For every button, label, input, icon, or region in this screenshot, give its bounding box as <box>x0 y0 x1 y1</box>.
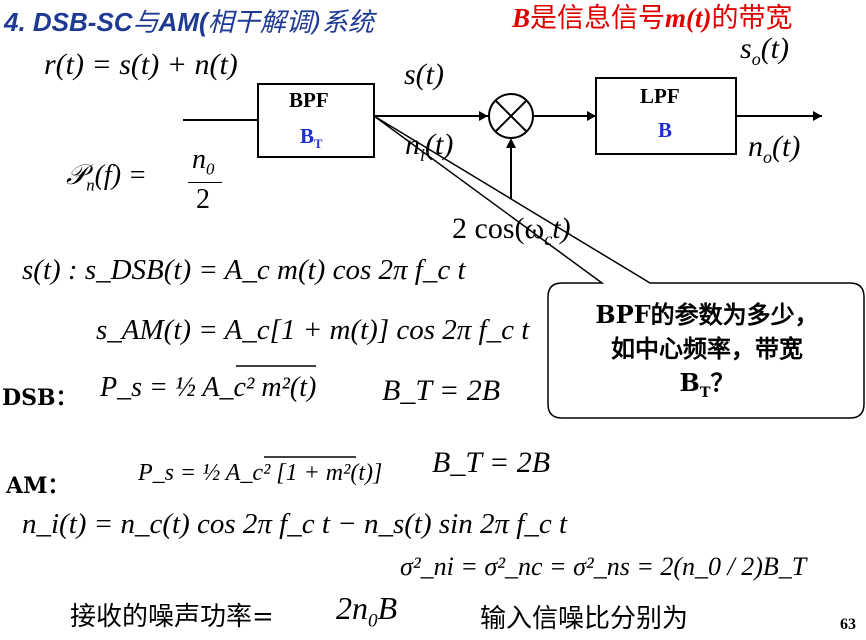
out-noise-tail: (t) <box>772 130 801 163</box>
bandwidth-note: B是信息信号m(t)的带宽 <box>512 0 793 35</box>
slide-number: 63 <box>840 616 856 633</box>
psd-symbol: 𝒫 <box>66 160 87 191</box>
signal-label: s(t) <box>404 58 444 91</box>
oscillator-arrowhead <box>506 138 516 148</box>
bpf-to-mixer-arrowhead <box>479 111 488 121</box>
callout-bt-sub: T <box>699 383 711 401</box>
title-suffix: )系统 <box>311 8 374 38</box>
out-signal-label: so(t) <box>740 32 789 70</box>
received-noise-main: 2n <box>336 590 368 626</box>
received-noise-sub: 0 <box>368 610 378 632</box>
received-noise-label: 接收的噪声功率= <box>70 602 274 632</box>
callout-line-3: BT？ <box>556 366 858 410</box>
note-text: 是信息信号 <box>530 3 666 34</box>
osc-sub: c <box>544 229 553 249</box>
noise-in-tail: (t) <box>425 128 454 161</box>
variance-equation: σ²_ni = σ²_nc = σ²_ns = 2(n_0 / 2)B_T <box>400 552 807 581</box>
title-prefix: 4. DSB-SC <box>4 7 133 37</box>
mixer-cross-b <box>495 100 527 132</box>
am-power: P_s = ½ A_c² [1 + m²(t)] <box>138 460 383 486</box>
noise-equation: n_i(t) = n_c(t) cos 2π f_c t − n_s(t) si… <box>22 508 567 540</box>
lpf-label: LPF <box>640 84 680 108</box>
psd-denominator: 2 <box>196 184 210 215</box>
dsb-signal-equation: s(t) : s_DSB(t) = A_c m(t) cos 2π f_c t <box>22 254 466 286</box>
out-noise-label: no(t) <box>748 130 800 168</box>
noise-in-main: n <box>405 128 420 161</box>
out-signal-main: s <box>740 32 752 65</box>
psd-fraction-bar <box>188 182 222 183</box>
osc-tail: t) <box>552 212 571 245</box>
callout-line-1: BPF的参数为多少， <box>595 300 819 329</box>
bpf-box <box>257 83 375 158</box>
dsb-label: DSB： <box>2 385 78 411</box>
callout-qmark: ？ <box>710 368 735 397</box>
bpf-bw-sub: T <box>314 137 323 152</box>
slide-title: 4. DSB-SC与AM(相干解调)系统 <box>4 2 374 39</box>
note-tail: 的带宽 <box>711 3 793 34</box>
psd-num-main: n <box>192 144 206 175</box>
out-noise-main: n <box>748 130 763 163</box>
title-chinese: 相干解调 <box>207 8 312 38</box>
dsb-power: P_s = ½ A_c² m²(t) <box>100 372 317 403</box>
psd-num-sub: 0 <box>206 159 215 179</box>
note-b: B <box>512 3 531 33</box>
osc-main: 2 cos(ω <box>452 212 545 245</box>
lpf-output-arrowhead <box>813 111 822 121</box>
bpf-label: BPF <box>289 88 329 112</box>
noise-in-label: ni(t) <box>405 128 453 166</box>
callout-text: BPF的参数为多少， 如中心频率，带宽 BT？ <box>556 298 858 410</box>
mixer-to-lpf-arrowhead <box>587 111 596 121</box>
out-signal-sub: o <box>751 49 761 69</box>
psd-tail: (f) = <box>94 160 147 191</box>
note-mt: m(t) <box>665 3 712 33</box>
lpf-box <box>595 77 737 155</box>
input-equation: r(t) = s(t) + n(t) <box>44 48 238 81</box>
out-signal-tail: (t) <box>760 32 790 65</box>
psd-numerator: n0 <box>192 144 214 180</box>
callout-line-2: 如中心频率，带宽 <box>611 334 803 363</box>
am-label: AM： <box>6 473 70 499</box>
oscillator-label: 2 cos(ωct) <box>452 212 571 250</box>
psd-lhs: 𝒫n(f) = <box>66 160 147 196</box>
input-snr-text: 输入信噪比分别为 <box>480 604 689 634</box>
dsb-bandwidth: B_T = 2B <box>382 374 501 407</box>
out-noise-sub: o <box>763 147 772 167</box>
title-connector: 与 <box>132 8 159 38</box>
noise-in-sub: i <box>420 145 426 165</box>
am-signal-equation: s_AM(t) = A_c[1 + m(t)] cos 2π f_c t <box>96 314 530 346</box>
am-bandwidth: B_T = 2B <box>432 446 551 479</box>
bpf-bw-main: B <box>300 124 315 148</box>
received-noise-value: 2n0B <box>336 590 397 632</box>
psd-sub: n <box>86 175 95 195</box>
callout-bt: B <box>679 368 700 397</box>
received-noise-tail: B <box>377 590 398 626</box>
callout-bubble <box>373 115 865 419</box>
title-am: AM( <box>158 7 208 37</box>
lpf-bandwidth: B <box>658 118 673 142</box>
bpf-bandwidth: BT <box>300 124 322 152</box>
